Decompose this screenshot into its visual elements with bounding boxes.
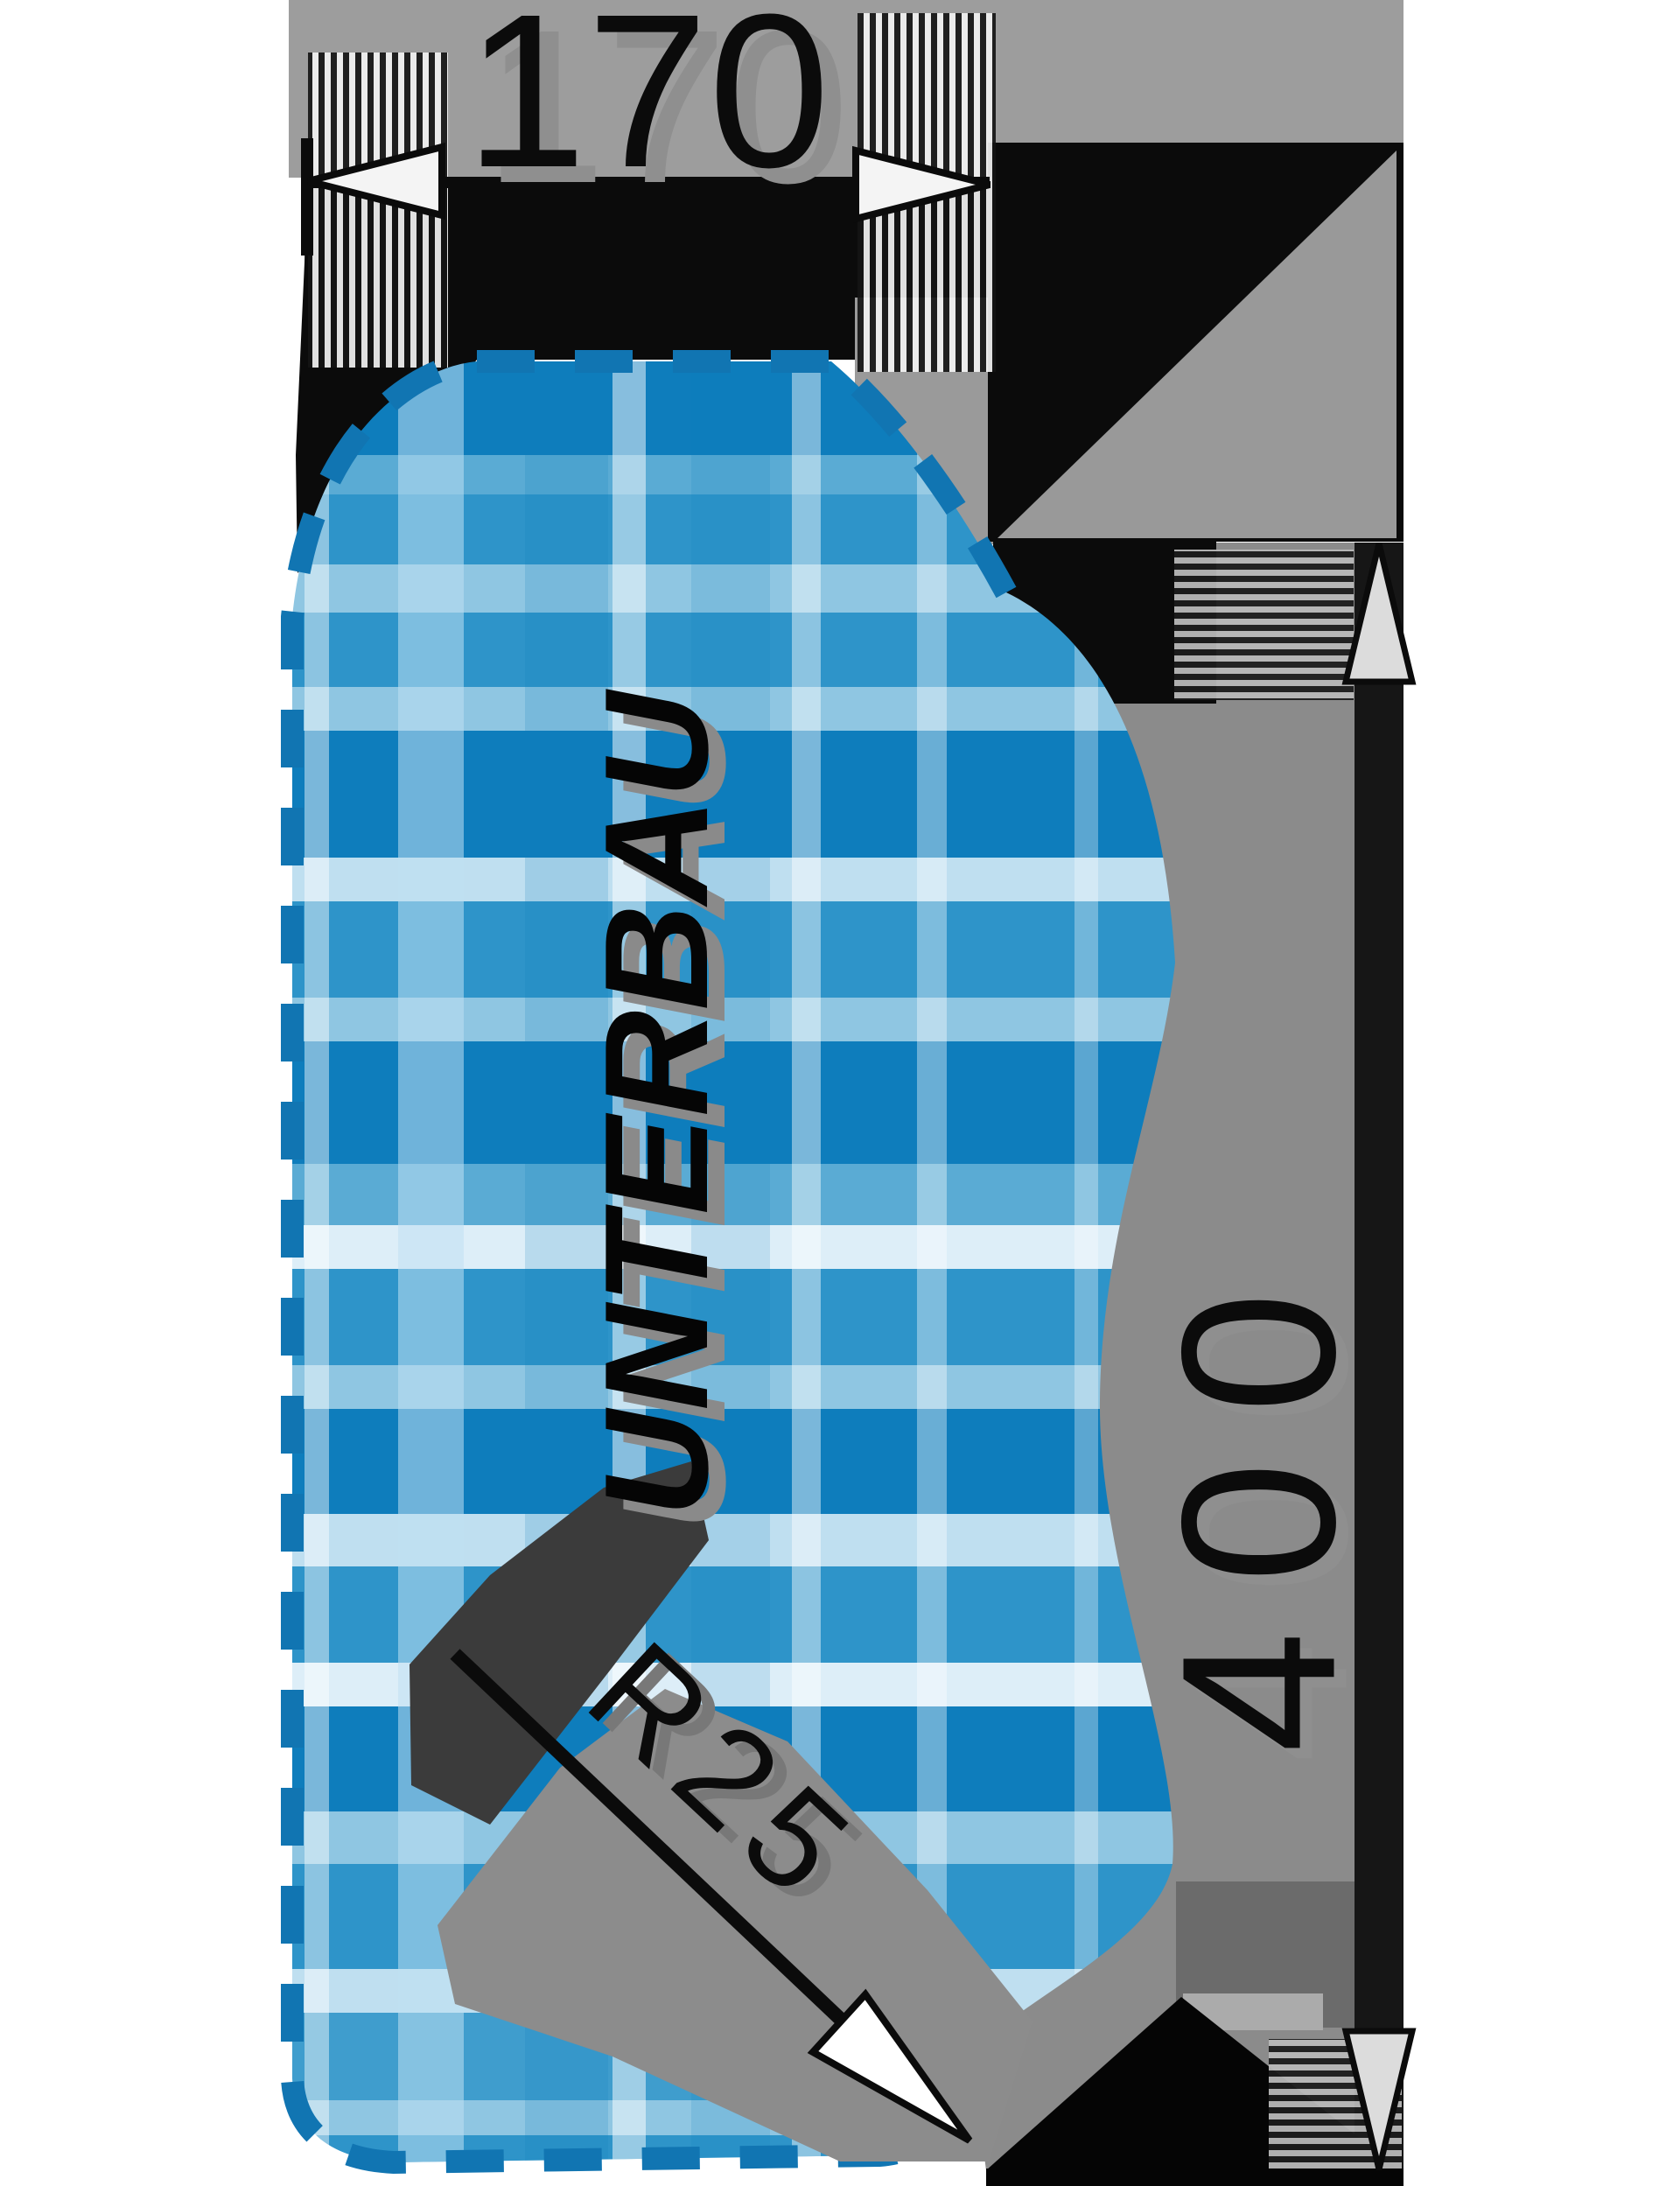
extension-line-left [301,138,313,256]
dark-blob [410,1461,709,1825]
height-dimension: 400 400 [1137,543,1417,2170]
height-dim-label: 400 [1137,1244,1381,1753]
dimension-arrowhead-left-icon [307,142,445,221]
area-label-shadow: UNTERBAU [592,702,756,1530]
cutout-dashed-border [281,350,1017,2175]
bottom-black-strip [986,2168,1404,2186]
height-dim-line [1354,543,1404,2170]
height-dim-shadow: 400 [1149,1254,1393,1763]
area-label-group: UNTERBAU UNTERBAU [574,689,756,1530]
width-dim-shadow: 170 [484,0,849,228]
width-dim-line [308,177,990,188]
width-dim-label: 170 [465,0,830,213]
black-wedge-block [296,187,993,573]
dimension-arrowhead-up-icon [1341,543,1417,685]
dimension-arrowhead-right-icon [852,145,990,224]
radius-leader-arrowhead-icon [807,1988,973,2144]
artifact-square-triangle [998,151,1396,538]
dimension-arrowhead-down-icon [1341,2028,1417,2170]
right-gray-strip [971,543,1404,2170]
stripe-patch-top-400 [1174,550,1354,700]
width-dimension: 170 170 [301,0,990,256]
area-label: UNTERBAU [574,689,738,1517]
